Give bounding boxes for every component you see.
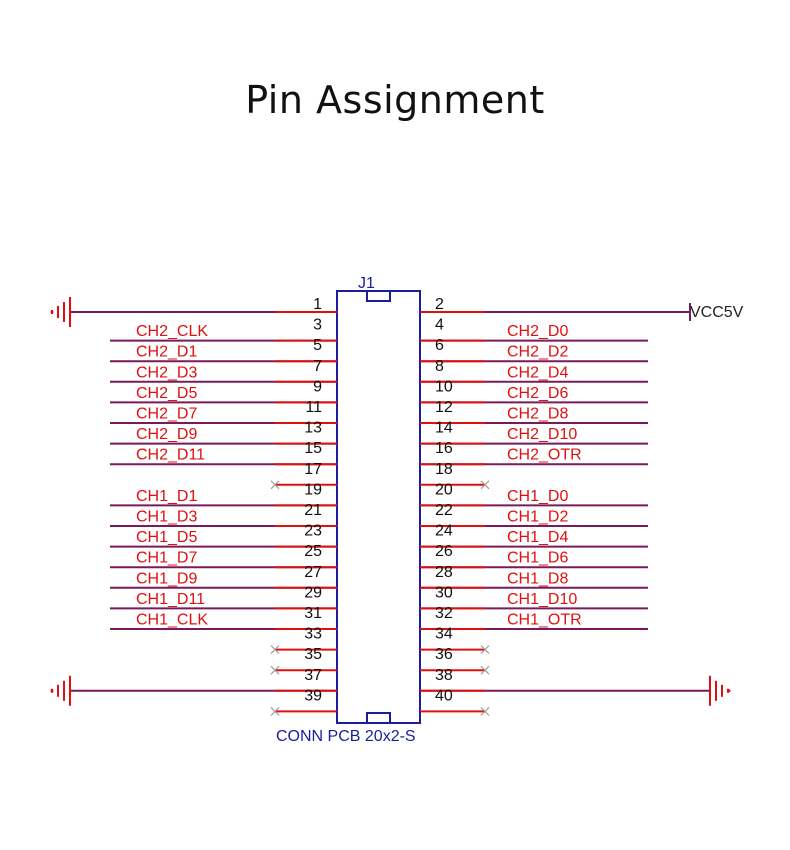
no-connect-mark bbox=[480, 665, 490, 675]
pin-number: 38 bbox=[435, 667, 453, 684]
net-label: CH1_D0 bbox=[507, 488, 568, 505]
net-label: CH2_D5 bbox=[136, 385, 197, 402]
pin-number: 30 bbox=[435, 584, 453, 601]
pin-number: 32 bbox=[435, 605, 453, 622]
power-label: VCC5V bbox=[690, 304, 744, 321]
net-label: CH2_D6 bbox=[507, 385, 568, 402]
pin-number: 22 bbox=[435, 502, 453, 519]
pin-number: 16 bbox=[435, 440, 453, 457]
net-label: CH2_D2 bbox=[507, 344, 568, 361]
net-label: CH2_D9 bbox=[136, 426, 197, 443]
pin-number: 1 bbox=[313, 296, 322, 313]
ground-dot bbox=[50, 310, 54, 314]
pin-number: 35 bbox=[304, 646, 322, 663]
net-label: CH1_D7 bbox=[136, 550, 197, 567]
net-label: CH1_D4 bbox=[507, 529, 568, 546]
pin-number: 19 bbox=[304, 481, 322, 498]
pin-number: 12 bbox=[435, 399, 453, 416]
pin-number: 14 bbox=[435, 420, 453, 437]
connector-body-group: J1 CONN PCB 20x2-S bbox=[276, 275, 421, 745]
net-label: CH2_D1 bbox=[136, 344, 197, 361]
ground-dot bbox=[50, 689, 54, 693]
connector-key-bottom bbox=[366, 712, 391, 724]
connector-key-top bbox=[366, 290, 391, 302]
pin-number: 25 bbox=[304, 543, 322, 560]
net-label: CH1_D8 bbox=[507, 570, 568, 587]
net-label: CH2_D7 bbox=[136, 406, 197, 423]
connector-ref: J1 bbox=[358, 275, 375, 292]
net-label: CH1_D1 bbox=[136, 488, 197, 505]
pin-number: 24 bbox=[435, 523, 453, 540]
net-label: CH1_OTR bbox=[507, 612, 582, 629]
pin-number: 26 bbox=[435, 543, 453, 560]
net-label: CH1_D9 bbox=[136, 570, 197, 587]
no-connect-mark bbox=[480, 706, 490, 716]
no-connect-mark bbox=[270, 706, 280, 716]
pin-number: 7 bbox=[313, 358, 322, 375]
pin-number: 34 bbox=[435, 626, 453, 643]
page-title: Pin Assignment bbox=[245, 78, 545, 122]
pin-number: 36 bbox=[435, 646, 453, 663]
connector-body bbox=[336, 290, 421, 724]
no-connect-mark bbox=[480, 645, 490, 655]
net-label: CH1_D10 bbox=[507, 591, 577, 608]
pin-number: 28 bbox=[435, 564, 453, 581]
pin-number: 37 bbox=[304, 667, 322, 684]
net-label: CH1_D5 bbox=[136, 529, 197, 546]
no-connect-mark bbox=[270, 480, 280, 490]
pin-number: 40 bbox=[435, 687, 453, 704]
pin-number: 17 bbox=[304, 461, 322, 478]
pin-number: 20 bbox=[435, 481, 453, 498]
pin-number: 27 bbox=[304, 564, 322, 581]
net-label: CH2_D4 bbox=[507, 364, 568, 381]
net-label: CH1_CLK bbox=[136, 612, 208, 629]
connector-part: CONN PCB 20x2-S bbox=[276, 728, 416, 745]
net-label: CH2_D11 bbox=[136, 447, 205, 464]
net-label: CH2_D10 bbox=[507, 426, 577, 443]
net-label: CH2_OTR bbox=[507, 447, 582, 464]
net-label: CH2_CLK bbox=[136, 323, 208, 340]
net-label: CH2_D0 bbox=[507, 323, 568, 340]
no-connect-mark bbox=[270, 665, 280, 675]
pin-number: 5 bbox=[313, 337, 322, 354]
no-connect-mark bbox=[270, 645, 280, 655]
pin-number: 3 bbox=[313, 317, 322, 334]
pin-number: 9 bbox=[313, 378, 322, 395]
pin-number: 15 bbox=[304, 440, 322, 457]
pin-number: 13 bbox=[304, 420, 322, 437]
net-label: CH1_D2 bbox=[507, 509, 568, 526]
net-label: CH2_D3 bbox=[136, 364, 197, 381]
pin-number: 10 bbox=[435, 378, 453, 395]
pin-number: 31 bbox=[304, 605, 322, 622]
net-label: CH1_D6 bbox=[507, 550, 568, 567]
net-label: CH1_D11 bbox=[136, 591, 205, 608]
pin-number: 39 bbox=[304, 687, 322, 704]
pin-number: 29 bbox=[304, 584, 322, 601]
ground-dot bbox=[727, 689, 731, 693]
net-label: CH1_D3 bbox=[136, 509, 197, 526]
pins-group: 13CH2_CLK5CH2_D17CH2_D39CH2_D511CH2_D713… bbox=[50, 296, 744, 716]
pin-number: 33 bbox=[304, 626, 322, 643]
pin-number: 23 bbox=[304, 523, 322, 540]
no-connect-mark bbox=[480, 480, 490, 490]
pin-number: 6 bbox=[435, 337, 444, 354]
pin-number: 2 bbox=[435, 296, 444, 313]
pin-number: 8 bbox=[435, 358, 444, 375]
pin-number: 11 bbox=[305, 399, 322, 416]
net-label: CH2_D8 bbox=[507, 406, 568, 423]
pin-number: 21 bbox=[304, 502, 322, 519]
pin-number: 4 bbox=[435, 317, 444, 334]
pin-number: 18 bbox=[435, 461, 453, 478]
